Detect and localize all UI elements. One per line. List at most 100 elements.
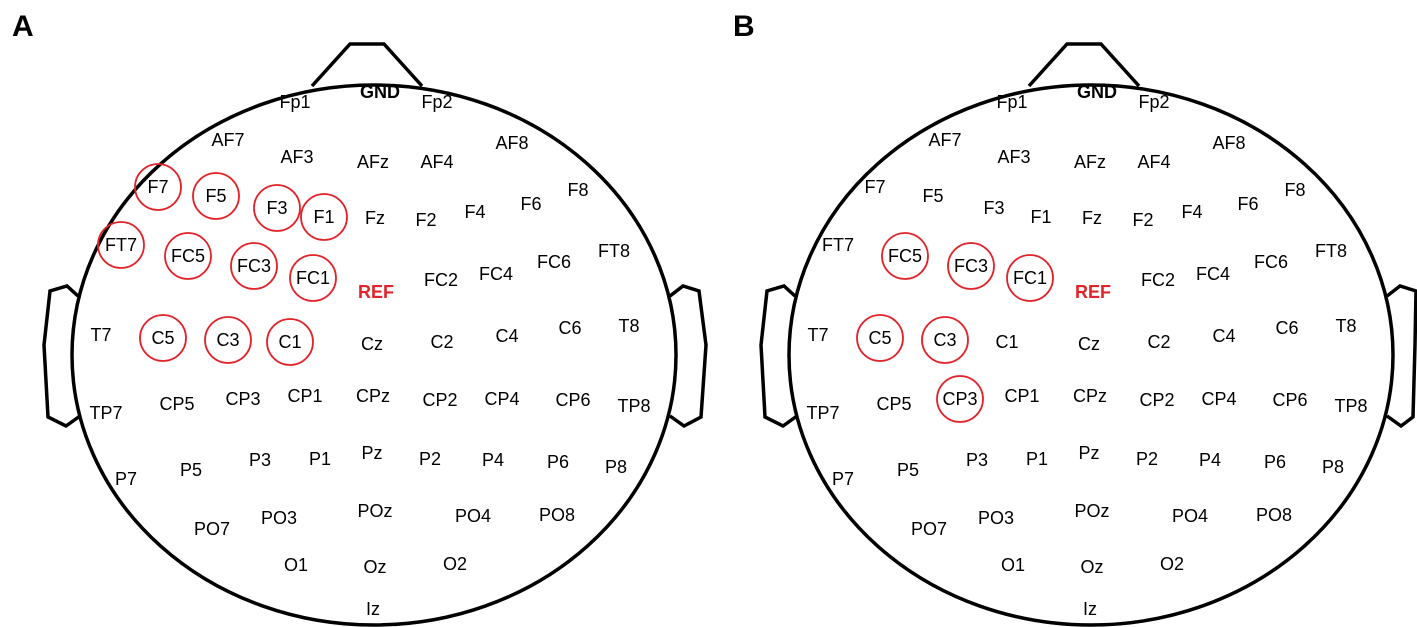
electrode-highlight-fc5 <box>881 232 929 280</box>
electrode-label-iz: Iz <box>366 599 380 619</box>
electrode-label-c2: C2 <box>1147 332 1170 352</box>
nose-outline <box>310 42 424 88</box>
electrode-highlight-c1 <box>266 318 314 366</box>
electrode-highlight-fc3 <box>230 242 278 290</box>
electrode-highlight-c5 <box>856 314 904 362</box>
electrode-label-cp3: CP3 <box>942 389 977 409</box>
electrode-label-fp1: Fp1 <box>996 92 1027 112</box>
electrode-highlight-ft7 <box>97 221 145 269</box>
electrode-label-cp1: CP1 <box>1004 386 1039 406</box>
electrode-label-p8: P8 <box>605 457 627 477</box>
electrode-label-p1: P1 <box>309 449 331 469</box>
electrode-label-fc4: FC4 <box>479 264 513 284</box>
electrode-label-c2: C2 <box>430 332 453 352</box>
electrode-label-pz: Pz <box>361 443 382 463</box>
electrode-highlight-fc3 <box>947 242 995 290</box>
electrode-label-t8: T8 <box>1335 316 1356 336</box>
nose-outline <box>1027 42 1141 88</box>
electrode-label-f5: F5 <box>922 186 943 206</box>
electrode-label-c3: C3 <box>216 330 239 350</box>
electrode-label-fc3: FC3 <box>237 256 271 276</box>
electrode-label-pz: Pz <box>1078 443 1099 463</box>
electrode-label-f5: F5 <box>205 186 226 206</box>
electrode-label-p7: P7 <box>115 469 137 489</box>
electrode-label-p3: P3 <box>966 450 988 470</box>
left-ear-outline <box>42 284 82 429</box>
electrode-highlight-fc1 <box>1006 254 1054 302</box>
electrode-label-p7: P7 <box>832 469 854 489</box>
electrode-label-f7: F7 <box>147 177 168 197</box>
electrode-label-fc1: FC1 <box>296 268 330 288</box>
electrode-label-po3: PO3 <box>978 508 1014 528</box>
electrode-label-ft8: FT8 <box>598 241 630 261</box>
electrode-label-cpz: CPz <box>356 386 390 406</box>
electrode-label-tp8: TP8 <box>1334 396 1367 416</box>
electrode-label-f8: F8 <box>567 180 588 200</box>
electrode-label-po7: PO7 <box>194 519 230 539</box>
electrode-label-f7: F7 <box>864 177 885 197</box>
electrode-label-p6: P6 <box>1264 452 1286 472</box>
electrode-label-afz: AFz <box>357 152 389 172</box>
electrode-label-p5: P5 <box>897 460 919 480</box>
reference-label: REF <box>1075 282 1111 302</box>
electrode-label-ft7: FT7 <box>822 235 854 255</box>
electrode-label-p1: P1 <box>1026 449 1048 469</box>
electrode-label-poz: POz <box>1074 501 1109 521</box>
electrode-label-fc4: FC4 <box>1196 264 1230 284</box>
electrode-label-cp4: CP4 <box>484 389 519 409</box>
electrode-label-af4: AF4 <box>420 152 453 172</box>
electrode-label-t8: T8 <box>618 316 639 336</box>
left-ear-outline <box>759 284 799 429</box>
electrode-highlight-cp3 <box>936 375 984 423</box>
electrode-label-cp2: CP2 <box>1139 390 1174 410</box>
electrode-label-f4: F4 <box>1181 202 1202 222</box>
electrode-label-f1: F1 <box>1030 207 1051 227</box>
electrode-label-af4: AF4 <box>1137 152 1170 172</box>
electrode-label-c5: C5 <box>151 328 174 348</box>
electrode-label-po8: PO8 <box>1256 505 1292 525</box>
electrode-label-fz: Fz <box>1082 208 1102 228</box>
electrode-label-cp5: CP5 <box>876 394 911 414</box>
electrode-label-cp1: CP1 <box>287 386 322 406</box>
electrode-label-o2: O2 <box>1160 554 1184 574</box>
head-outline <box>70 83 678 627</box>
electrode-label-fz: Fz <box>365 208 385 228</box>
electrode-label-tp8: TP8 <box>617 396 650 416</box>
electrode-label-af8: AF8 <box>1212 133 1245 153</box>
electrode-label-af7: AF7 <box>211 130 244 150</box>
electrode-label-fc5: FC5 <box>888 246 922 266</box>
electrode-label-ft8: FT8 <box>1315 241 1347 261</box>
electrode-label-c6: C6 <box>558 318 581 338</box>
electrode-label-c3: C3 <box>933 330 956 350</box>
electrode-label-iz: Iz <box>1083 599 1097 619</box>
electrode-label-tp7: TP7 <box>806 403 839 423</box>
electrode-label-po8: PO8 <box>539 505 575 525</box>
electrode-label-p8: P8 <box>1322 457 1344 477</box>
electrode-label-f1: F1 <box>313 207 334 227</box>
electrode-label-cp6: CP6 <box>1272 390 1307 410</box>
electrode-label-t7: T7 <box>90 325 111 345</box>
electrode-label-fc6: FC6 <box>537 252 571 272</box>
electrode-label-f2: F2 <box>1132 210 1153 230</box>
electrode-label-cp3: CP3 <box>225 389 260 409</box>
electrode-highlight-f1 <box>300 193 348 241</box>
electrode-label-af7: AF7 <box>928 130 961 150</box>
electrode-label-fc3: FC3 <box>954 256 988 276</box>
electrode-label-po7: PO7 <box>911 519 947 539</box>
electrode-label-ft7: FT7 <box>105 235 137 255</box>
electrode-label-p5: P5 <box>180 460 202 480</box>
electrode-label-c1: C1 <box>995 332 1018 352</box>
electrode-label-o2: O2 <box>443 554 467 574</box>
electrode-label-cp6: CP6 <box>555 390 590 410</box>
electrode-label-cp2: CP2 <box>422 390 457 410</box>
electrode-label-cz: Cz <box>1078 334 1100 354</box>
electrode-label-p4: P4 <box>1199 450 1221 470</box>
panel-label: A <box>12 10 34 43</box>
electrode-highlight-fc5 <box>164 232 212 280</box>
electrode-highlight-c3 <box>204 316 252 364</box>
electrode-label-c1: C1 <box>278 332 301 352</box>
